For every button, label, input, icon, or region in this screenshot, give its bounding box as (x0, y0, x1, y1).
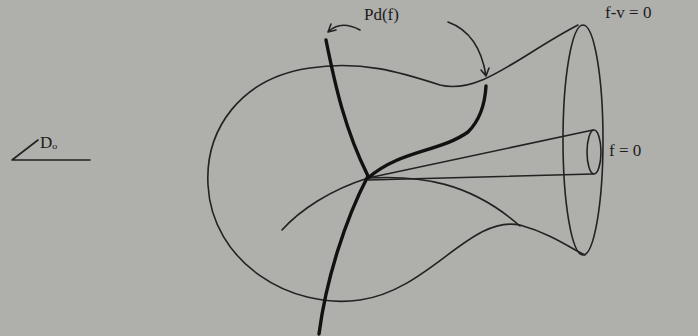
leader-arrow (328, 24, 360, 32)
math-label: f-v = 0 (603, 4, 653, 23)
cusp-curve (368, 177, 520, 226)
math-label: Dₒ (38, 134, 59, 153)
leader-arrow (448, 22, 489, 76)
inner-ellipse (587, 130, 601, 174)
level-set-ellipse (563, 25, 603, 255)
inner-cone (368, 130, 593, 180)
thick-curve (368, 86, 486, 178)
bulb-outline (208, 25, 585, 301)
math-label: f = 0 (607, 142, 643, 161)
thick-curve (319, 40, 368, 334)
math-label: Pd(f) (362, 6, 401, 25)
